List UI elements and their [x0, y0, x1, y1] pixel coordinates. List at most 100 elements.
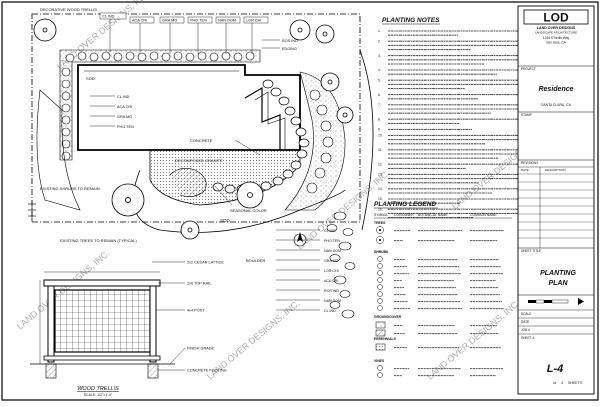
svg-text:CONCRETE FOOTING: CONCRETE FOOTING	[187, 369, 227, 373]
svg-text:NAN DOM: NAN DOM	[324, 249, 341, 253]
sod-label: SOD	[220, 218, 231, 223]
note-number: 1.	[378, 29, 381, 33]
svg-text:PERENNIALS: PERENNIALS	[374, 337, 397, 341]
svg-text:BOULDER: BOULDER	[246, 258, 265, 263]
svg-text:SHRUBS: SHRUBS	[374, 250, 389, 254]
svg-text:GRA MO: GRA MO	[324, 259, 339, 263]
trellis-post	[47, 281, 55, 363]
plant-tags-top: CL IND ACA CRI GRA MO PHO TEN NAN DOM LO…	[99, 12, 298, 129]
job-label: JOB #	[521, 328, 530, 332]
existing-trees	[289, 19, 354, 124]
svg-text:EXISTING TREES TO REMAIN (TYPI: EXISTING TREES TO REMAIN (TYPICAL)	[60, 238, 137, 243]
firm-logo	[523, 9, 589, 25]
seasonal-color-bed	[169, 168, 207, 197]
detail-title: WOOD TRELLIS	[77, 386, 119, 392]
sheet-count: 4	[561, 381, 563, 385]
sheet-label: SHEET #	[521, 336, 534, 340]
sheet-of: of	[553, 381, 556, 385]
sod-label: SOD	[86, 76, 95, 81]
edge-bed	[36, 89, 81, 211]
notes-title: PLANTING NOTES	[382, 17, 440, 24]
svg-text:NAN DOM: NAN DOM	[324, 299, 341, 303]
svg-text:VINES: VINES	[374, 359, 385, 363]
svg-text:2x6 TOP RAIL: 2x6 TOP RAIL	[187, 282, 211, 286]
legend-headers: SYMBOL CONTAINER BOTANICAL NAME COMMON N…	[374, 213, 497, 217]
revisions-label: REVISIONS	[521, 161, 538, 165]
note-number: 10.	[378, 134, 383, 138]
svg-text:PHO TEN: PHO TEN	[117, 125, 134, 129]
date-row-label: DATE	[521, 320, 529, 324]
project-name: Residence	[538, 86, 573, 93]
detail-scale: SCALE: 1/2"=1'-0"	[84, 393, 113, 397]
description-col-label: DESCRIPTION	[545, 168, 566, 172]
svg-text:GROUNDCOVER: GROUNDCOVER	[374, 315, 402, 319]
svg-text:2x2 CEDAR LATTICE: 2x2 CEDAR LATTICE	[187, 261, 224, 265]
plant-tags-bottom: CL IND PHO TEN NAN DOM GRA MO LOR CHI AC…	[324, 229, 341, 313]
firm-tagline: LANDSCAPE ARCHITECTURE	[535, 31, 577, 35]
date-col-label: DATE	[521, 168, 529, 172]
side-bed	[284, 71, 346, 211]
planting-legend: PLANTING LEGEND SYMBOL CONTAINER BOTANIC…	[374, 201, 512, 378]
svg-text:PHO TEN: PHO TEN	[324, 239, 340, 243]
svg-text:ROS IND: ROS IND	[282, 39, 298, 43]
firm-city: San Jose, CA	[546, 41, 566, 45]
svg-text:SYMBOL: SYMBOL	[374, 213, 388, 217]
svg-text:LOR CHI: LOR CHI	[324, 269, 339, 273]
svg-text:SEASONAL COLOR: SEASONAL COLOR	[230, 208, 267, 213]
svg-text:CL IND: CL IND	[117, 95, 130, 99]
note-number: 8.	[378, 117, 381, 121]
accent-shrubs	[306, 89, 334, 194]
svg-text:FINISH GRADE: FINISH GRADE	[187, 347, 214, 351]
svg-text:CL IND: CL IND	[102, 15, 115, 19]
project-label: PROJECT	[521, 67, 536, 71]
svg-text:COMMON NAME: COMMON NAME	[470, 213, 497, 217]
note-number: 11.	[378, 148, 383, 152]
note-number: 7.	[378, 103, 381, 107]
logo-text: LOD	[543, 11, 569, 25]
footing	[147, 363, 159, 379]
svg-text:CONCRETE: CONCRETE	[190, 138, 213, 143]
foundation-bed	[59, 49, 261, 161]
scale-label: SCALE	[521, 312, 531, 316]
notes-text-lines: 1.2.3.4.5.6.7.8.9.10.11.12.13.14.15.16.	[378, 29, 518, 219]
svg-text:PHO TEN: PHO TEN	[190, 19, 207, 23]
svg-text:CL IND: CL IND	[324, 229, 336, 233]
legend-text-rows	[394, 230, 504, 377]
svg-text:CL IND: CL IND	[324, 309, 336, 313]
trellis-lattice	[54, 289, 151, 353]
project-location: SANTA CLARA, CA	[541, 103, 571, 107]
revision-rows	[518, 173, 594, 239]
scale-bar	[528, 298, 584, 305]
north-arrow	[293, 232, 307, 247]
detail-callouts: 2x2 CEDAR LATTICE 2x6 TOP RAIL 4x4 POST …	[187, 261, 227, 373]
trellis-post	[149, 281, 157, 363]
note-number: 9.	[378, 128, 381, 132]
sheet-number: L-4	[547, 363, 564, 375]
property-line	[31, 13, 361, 223]
note-number: 3.	[378, 54, 381, 58]
note-number: 13.	[378, 173, 383, 177]
stamp-label: STAMP	[521, 113, 532, 117]
trellis-detail: 2x2 CEDAR LATTICE 2x6 TOP RAIL 4x4 POST …	[30, 261, 227, 397]
svg-text:TREES: TREES	[374, 221, 386, 225]
fence-line	[28, 200, 36, 222]
note-number: 2.	[378, 39, 381, 43]
note-number: 12.	[378, 162, 383, 166]
svg-text:EDGING: EDGING	[282, 47, 297, 51]
sheets-word: SHEETS	[568, 381, 583, 385]
svg-text:DECORATIVE WOOD TRELLIS: DECORATIVE WOOD TRELLIS	[40, 7, 97, 12]
house-footprint	[77, 64, 301, 151]
svg-text:ACA CRI: ACA CRI	[324, 279, 338, 283]
svg-text:BOTANICAL NAME: BOTANICAL NAME	[418, 213, 448, 217]
note-number: 16.	[378, 207, 383, 211]
plan-callouts: DECORATIVE WOOD TRELLIS CONCRETE DECOMPO…	[40, 7, 267, 263]
legend-symbols	[375, 226, 386, 378]
svg-text:CONTAINER: CONTAINER	[394, 213, 414, 217]
firm-name: LAND OVER DESIGNS	[537, 26, 576, 30]
note-number: 14.	[378, 187, 383, 191]
note-number: 5.	[378, 78, 381, 82]
note-number: 15.	[378, 197, 383, 201]
svg-text:EXISTING SHRUBS TO REMAIN: EXISTING SHRUBS TO REMAIN	[40, 186, 100, 191]
